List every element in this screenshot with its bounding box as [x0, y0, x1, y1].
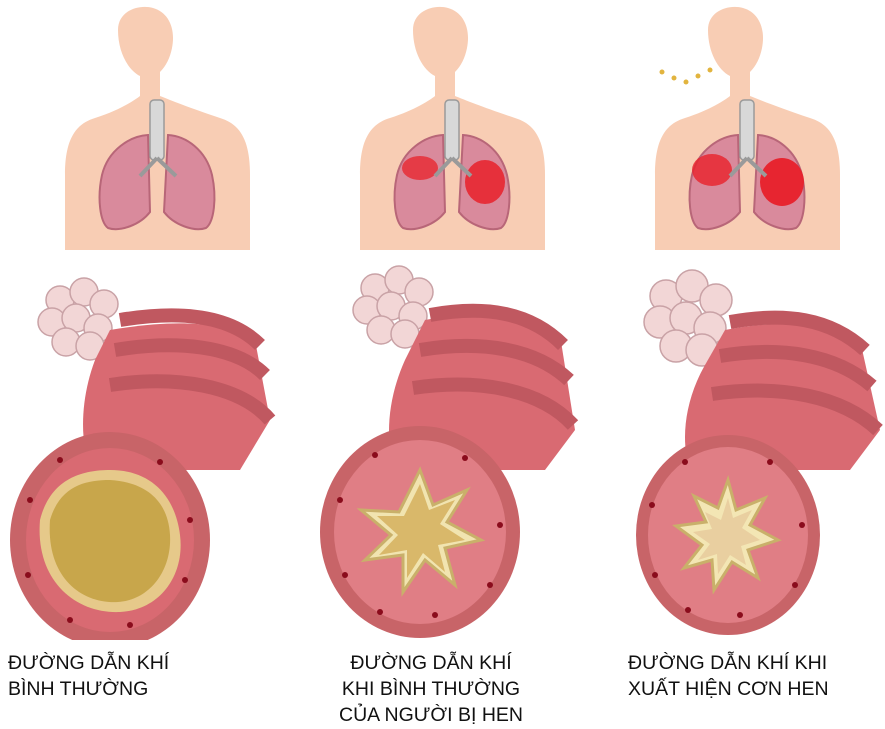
caption-line: KHI BÌNH THƯỜNG: [311, 676, 551, 702]
exhaled-particles: [660, 68, 713, 85]
asthma-attack-airway-illustration: [590, 0, 885, 640]
caption-line: ĐƯỜNG DẪN KHÍ: [311, 650, 551, 676]
inflammation-spot: [760, 158, 804, 206]
caption-asthma-attack-airway: ĐƯỜNG DẪN KHÍ KHI XUẤT HIỆN CƠN HEN: [628, 650, 873, 702]
caption-line: XUẤT HIỆN CƠN HEN: [628, 676, 873, 702]
airway-cross-section: [320, 426, 520, 638]
caption-line: CỦA NGƯỜI BỊ HEN: [311, 702, 551, 728]
airway-cross-section: [10, 432, 210, 640]
caption-normal-airway: ĐƯỜNG DẪN KHÍ BÌNH THƯỜNG: [8, 650, 218, 702]
inflammation-spot: [402, 156, 438, 180]
caption-line: BÌNH THƯỜNG: [8, 676, 218, 702]
asthmatic-airway-illustration: [295, 0, 590, 640]
caption-line: ĐƯỜNG DẪN KHÍ: [8, 650, 218, 676]
caption-line: ĐƯỜNG DẪN KHÍ KHI: [628, 650, 873, 676]
caption-asthmatic-airway: ĐƯỜNG DẪN KHÍ KHI BÌNH THƯỜNG CỦA NGƯỜI …: [311, 650, 551, 728]
panel-asthmatic-airway: ĐƯỜNG DẪN KHÍ KHI BÌNH THƯỜNG CỦA NGƯỜI …: [295, 0, 590, 729]
panel-asthma-attack-airway: ĐƯỜNG DẪN KHÍ KHI XUẤT HIỆN CƠN HEN: [590, 0, 885, 729]
inflammation-spot: [692, 154, 732, 186]
inflammation-spot: [465, 160, 505, 204]
airway-cross-section: [636, 435, 820, 635]
panel-normal-airway: ĐƯỜNG DẪN KHÍ BÌNH THƯỜNG: [0, 0, 295, 729]
normal-airway-illustration: [0, 0, 295, 640]
